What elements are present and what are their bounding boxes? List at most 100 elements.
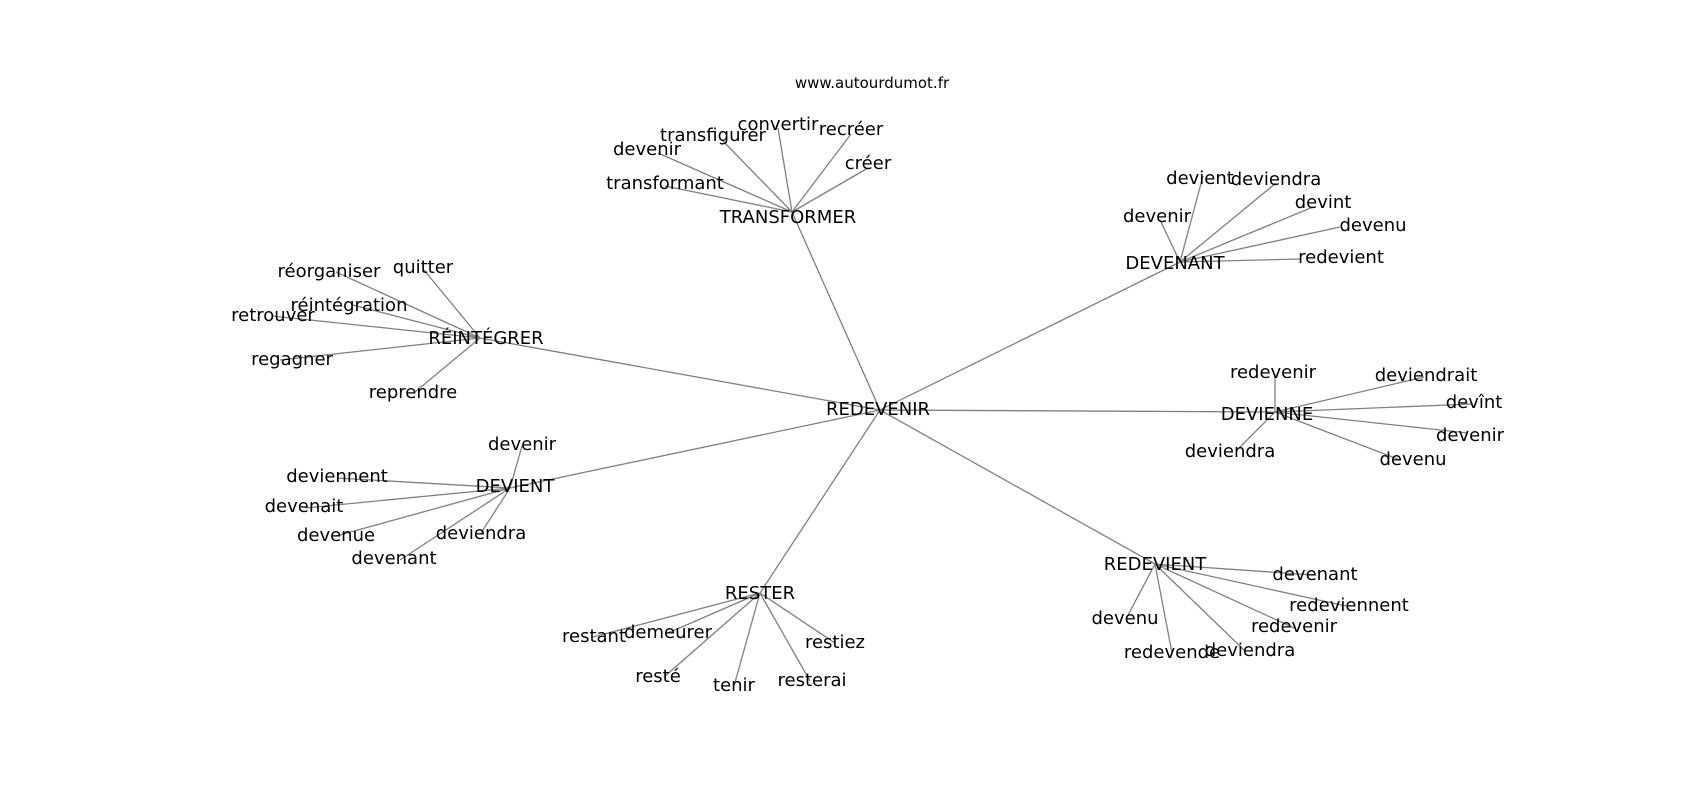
hub-leaf-edge	[480, 487, 511, 534]
hub-leaf-edge	[759, 592, 811, 682]
leaf-node[interactable]: transfigurer	[660, 125, 767, 146]
hub-leaf-edge	[1154, 563, 1314, 576]
hub-leaf-edge	[791, 133, 852, 213]
leaf-node[interactable]: deviennent	[286, 466, 388, 487]
center-hub-edge	[791, 211, 881, 411]
leaf-node[interactable]: devenant	[1272, 564, 1357, 585]
hub-leaf-edge	[1274, 376, 1425, 413]
leaf-node[interactable]: devînt	[1446, 392, 1503, 413]
leaf-node[interactable]: deviendra	[1185, 441, 1276, 462]
hub-leaf-edge	[733, 592, 761, 687]
leaf-node[interactable]: redevient	[1298, 247, 1384, 268]
hub-leaf-edge	[1179, 226, 1341, 263]
leaf-node[interactable]: réorganiser	[278, 261, 381, 282]
leaf-node[interactable]: devint	[1295, 192, 1352, 213]
hub-leaf-edge	[1154, 563, 1347, 607]
leaf-node[interactable]: devenir	[1436, 425, 1505, 446]
leaf-node[interactable]: redevenir	[1230, 362, 1317, 383]
center-hub-edge	[759, 409, 881, 594]
center-node[interactable]: REDEVENIR	[826, 399, 930, 420]
leaf-node[interactable]: recréer	[819, 119, 884, 140]
hub-node[interactable]: REDEVIENT	[1104, 554, 1208, 575]
hub-leaf-edge	[335, 487, 511, 537]
leaf-node[interactable]: deviendra	[436, 523, 527, 544]
hub-leaf-edge	[1179, 258, 1301, 263]
hub-leaf-edge	[335, 271, 481, 339]
hub-leaf-edge	[1274, 411, 1401, 461]
leaf-node[interactable]: devenu	[1379, 449, 1446, 470]
hub-leaf-edge	[509, 445, 523, 489]
hub-leaf-edge	[777, 127, 793, 213]
hub-node[interactable]: RESTER	[725, 583, 795, 604]
leaf-node[interactable]: convertir	[738, 114, 820, 135]
hub-leaf-edge	[1126, 563, 1156, 618]
leaf-node[interactable]: deviendra	[1205, 640, 1296, 661]
leaf-node[interactable]: devenant	[351, 548, 436, 569]
hub-leaf-edge	[592, 592, 761, 638]
hub-leaf-edge	[664, 185, 793, 213]
hub-leaf-edge	[1159, 219, 1181, 263]
hub-leaf-edge	[1154, 563, 1246, 652]
leaf-node[interactable]: devenait	[265, 496, 344, 517]
center-hub-edge	[879, 261, 1181, 411]
hub-leaf-edge	[663, 592, 761, 678]
leaf-node[interactable]: resterai	[777, 670, 846, 691]
hub-leaf-edge	[304, 487, 511, 509]
leaf-node[interactable]: créer	[845, 153, 892, 174]
center-hub-edge	[879, 409, 1276, 413]
hub-node[interactable]: DEVIENT	[476, 476, 556, 497]
leaf-node[interactable]: resté	[635, 666, 681, 687]
leaf-node[interactable]: quitter	[393, 257, 454, 278]
leaf-node[interactable]: restiez	[805, 632, 865, 653]
hub-leaf-edge	[279, 337, 481, 361]
leaf-node[interactable]: devenu	[1339, 215, 1406, 236]
center-hub-edge	[879, 409, 1156, 565]
hub-leaf-edge	[352, 304, 481, 339]
leaf-node[interactable]: devenir	[613, 139, 682, 160]
leaf-node[interactable]: redevenir	[1251, 616, 1338, 637]
leaf-node[interactable]: tenir	[713, 675, 756, 696]
hub-leaf-edge	[1154, 563, 1295, 629]
hub-leaf-edge	[1179, 182, 1277, 263]
hub-leaf-edge	[271, 315, 481, 339]
hub-leaf-edge	[414, 337, 481, 393]
hub-leaf-edge	[667, 592, 761, 634]
hub-leaf-edge	[1179, 206, 1314, 263]
leaf-node[interactable]: devenir	[1123, 206, 1192, 227]
leaf-node[interactable]: réintégration	[291, 295, 408, 316]
hub-leaf-edge	[336, 477, 511, 489]
hub-leaf-edge	[657, 152, 793, 213]
site-watermark: www.autourdumot.fr	[795, 74, 950, 92]
hub-leaf-edge	[1274, 411, 1469, 434]
hub-node[interactable]: TRANSFORMER	[719, 207, 856, 228]
hub-leaf-edge	[1235, 411, 1276, 452]
hub-leaf-edge	[791, 167, 869, 213]
leaf-node[interactable]: devient	[1166, 168, 1234, 189]
hub-node[interactable]: RÉINTÉGRER	[428, 327, 543, 349]
leaf-node[interactable]: devenir	[488, 434, 557, 455]
leaf-node[interactable]: restant	[562, 626, 626, 647]
leaf-node[interactable]: retrouver	[231, 305, 315, 326]
hub-node[interactable]: DEVIENNE	[1221, 404, 1314, 425]
graph-edges	[271, 127, 1473, 687]
leaf-node[interactable]: redevende	[1124, 642, 1220, 663]
hub-node[interactable]: DEVENANT	[1125, 253, 1225, 274]
center-hub-edge	[509, 409, 881, 489]
hub-leaf-edge	[1154, 563, 1173, 654]
leaf-node[interactable]: demeurer	[624, 622, 713, 643]
hub-leaf-edge	[423, 269, 481, 339]
leaf-node[interactable]: deviendrait	[1375, 365, 1478, 386]
hub-leaf-edge	[1179, 175, 1204, 263]
leaf-node[interactable]: reprendre	[369, 382, 458, 403]
hub-leaf-edge	[399, 487, 511, 561]
leaf-node[interactable]: redeviennent	[1289, 595, 1409, 616]
leaf-node[interactable]: devenu	[1091, 608, 1158, 629]
leaf-node[interactable]: transformant	[606, 173, 724, 194]
leaf-node[interactable]: regagner	[251, 349, 333, 370]
hub-leaf-edge	[759, 592, 836, 644]
leaf-node[interactable]: deviendra	[1231, 169, 1322, 190]
hub-leaf-edge	[1274, 403, 1473, 413]
center-hub-edge	[479, 337, 881, 411]
leaf-node[interactable]: devenue	[297, 525, 375, 546]
